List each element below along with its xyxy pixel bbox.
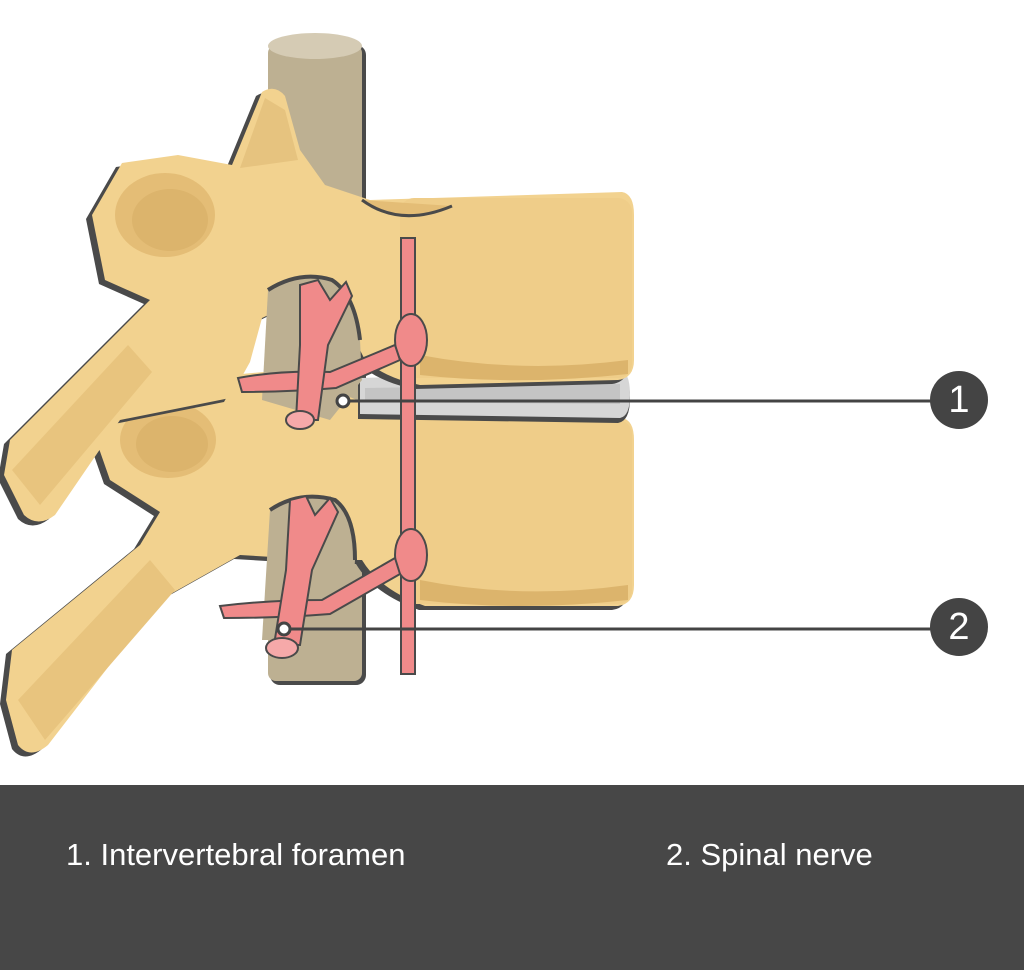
vertebral-column-illustration xyxy=(0,33,932,757)
label-marker-2: 2 xyxy=(930,598,988,656)
leader-line-1 xyxy=(335,393,932,409)
label-marker-1: 1 xyxy=(930,371,988,429)
lower-spinal-nerve xyxy=(218,494,402,659)
nerve-structures xyxy=(218,237,428,675)
leader-line-2 xyxy=(276,621,932,637)
legend-item-intervertebral-foramen: 1. Intervertebral foramen xyxy=(66,837,406,872)
legend-bar: 1. Intervertebral foramen 2. Spinal nerv… xyxy=(0,785,1024,970)
upper-spinal-nerve xyxy=(236,278,402,430)
legend-item-spinal-nerve: 2. Spinal nerve xyxy=(666,837,873,872)
